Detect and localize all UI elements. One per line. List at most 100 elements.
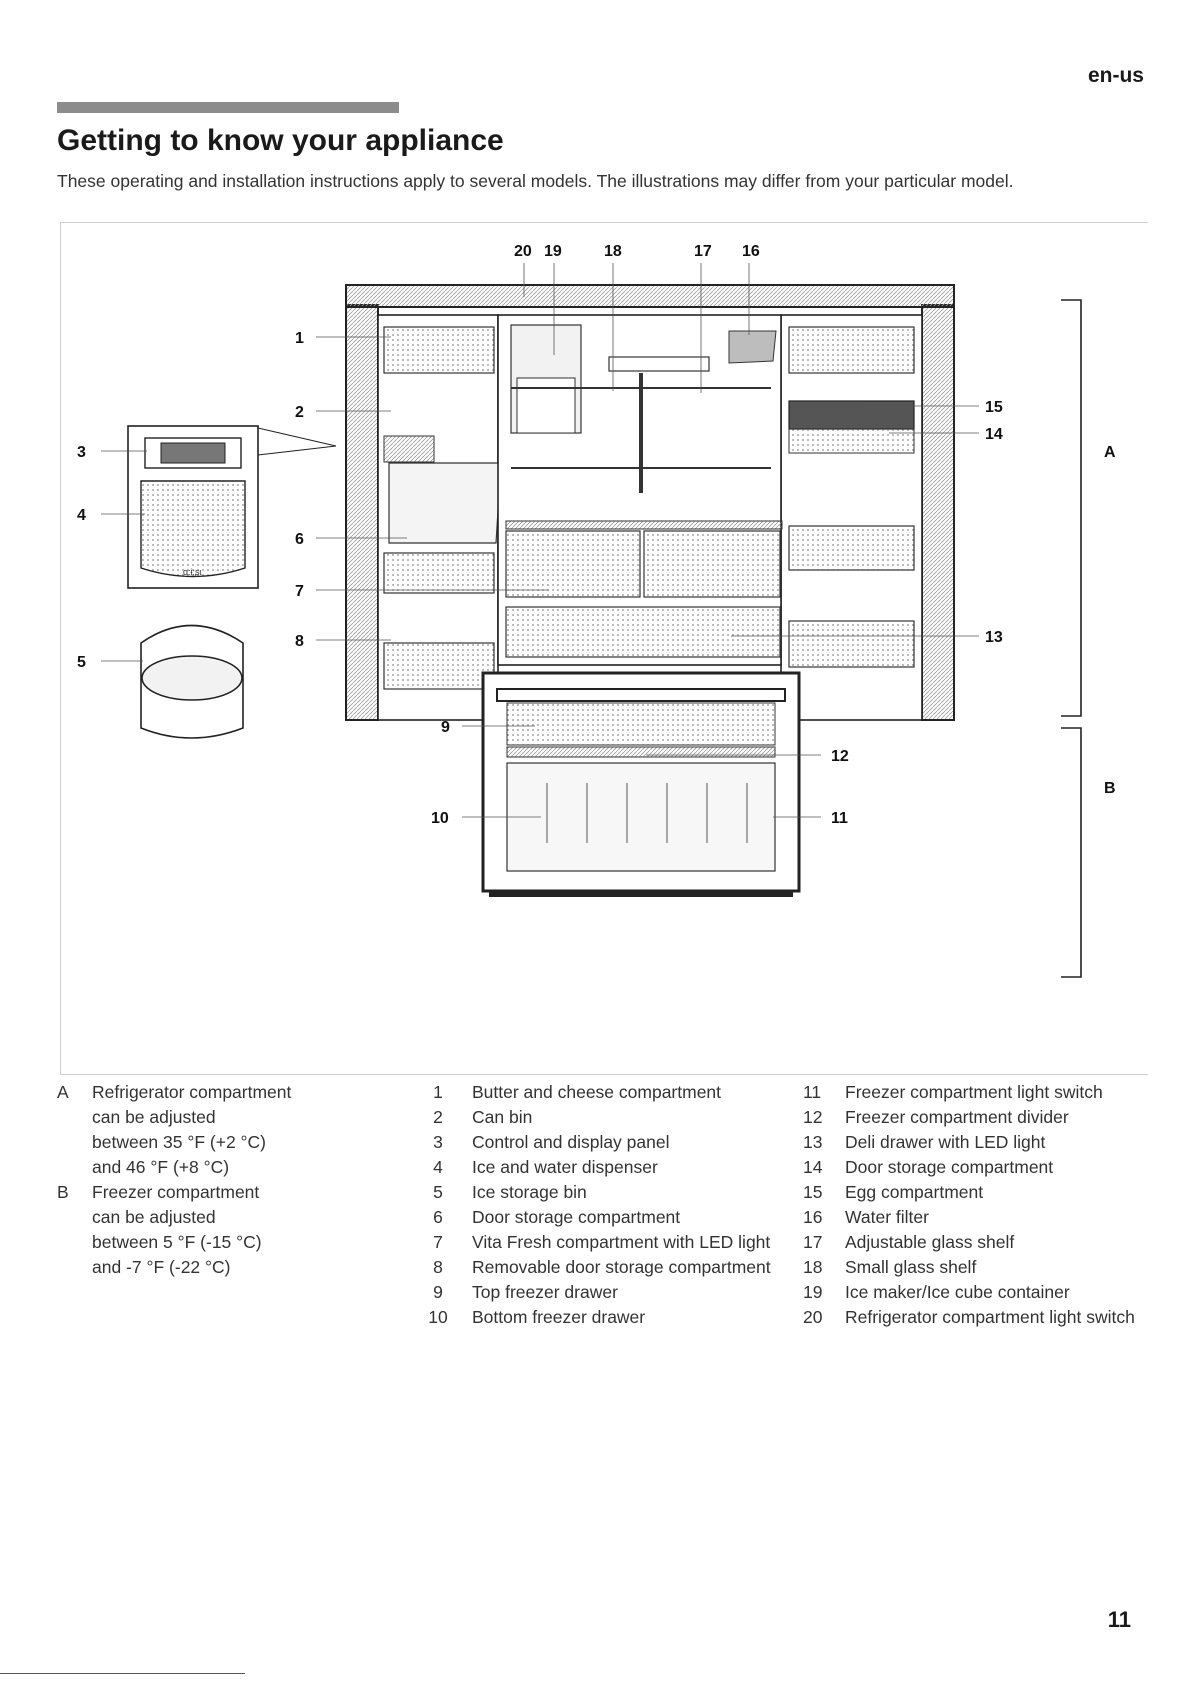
legend-item: 15 Egg compartment: [803, 1180, 1153, 1205]
callout-11: 11: [831, 810, 848, 827]
legend-number: 20: [803, 1307, 823, 1327]
callout-8: 8: [295, 633, 304, 650]
legend-text: Butter and cheese compartment: [472, 1082, 722, 1102]
legend-number: 13: [803, 1132, 823, 1152]
legend-item: 7 Vita Fresh compartment with LED light: [418, 1230, 778, 1255]
legend-text: Ice and water dispenser: [472, 1157, 658, 1177]
legend-number: 12: [803, 1107, 823, 1127]
legend-item: 13 Deli drawer with LED light: [803, 1130, 1153, 1155]
legend-text: Door storage compartment: [845, 1157, 1054, 1177]
callout-20: 20: [514, 243, 532, 260]
legend-item: 11 Freezer compartment light switch: [803, 1080, 1153, 1105]
legend-text: Freezer compartment can be adjusted betw…: [92, 1180, 357, 1280]
section-label-b: B: [1104, 780, 1116, 797]
ice-bin: [140, 624, 244, 739]
legend-item: A Refrigerator compartment can be adjust…: [57, 1080, 357, 1180]
callout-5: 5: [77, 654, 86, 671]
page-number: 11: [1107, 1607, 1131, 1632]
section-label-a: A: [1104, 444, 1116, 461]
refrigerator-diagram: ɑ:ɨ:ʂɩ: [77, 243, 1116, 978]
legend-item: 6 Door storage compartment: [418, 1205, 778, 1230]
legend-item: 20 Refrigerator compartment light switch: [803, 1305, 1153, 1330]
legend-text: Deli drawer with LED light: [845, 1132, 1046, 1152]
legend-item: 17 Adjustable glass shelf: [803, 1230, 1153, 1255]
legend-number: 1: [433, 1082, 443, 1102]
page-title: Getting to know your appliance: [57, 124, 504, 157]
legend-item: 1 Butter and cheese compartment: [418, 1080, 778, 1105]
legend-text: Bottom freezer drawer: [472, 1307, 646, 1327]
legend-number: 15: [803, 1182, 823, 1202]
callout-18: 18: [604, 243, 622, 260]
legend-text: Egg compartment: [845, 1182, 984, 1202]
legend-text: Door storage compartment: [472, 1207, 681, 1227]
legend-key: B: [57, 1182, 69, 1202]
legend-line: and -7 °F (-22 °C): [92, 1257, 231, 1277]
legend-text: Refrigerator compartment can be adjusted…: [92, 1080, 357, 1180]
callout-17: 17: [694, 243, 712, 260]
section-bracket-a: [1061, 299, 1082, 717]
legend-number: 5: [433, 1182, 443, 1202]
callout-12: 12: [831, 748, 849, 765]
left-door: [345, 304, 502, 721]
legend-item: 16 Water filter: [803, 1205, 1153, 1230]
language-tag: en-us: [1087, 64, 1144, 87]
legend-compartments: A Refrigerator compartment can be adjust…: [57, 1080, 357, 1280]
legend-text: Top freezer drawer: [472, 1282, 618, 1302]
legend-text: Ice storage bin: [472, 1182, 587, 1202]
legend-item: 19 Ice maker/Ice cube container: [803, 1280, 1153, 1305]
intro-paragraph: These operating and installation instruc…: [57, 171, 1014, 191]
callout-6: 6: [295, 531, 304, 548]
callout-13: 13: [985, 629, 1003, 646]
callout-1: 1: [295, 330, 304, 347]
legend-line: can be adjusted: [92, 1207, 216, 1227]
legend-number: 16: [803, 1207, 823, 1227]
callout-19: 19: [544, 243, 562, 260]
dispenser-marking: ɑ:ɨ:ʂɩ: [183, 567, 202, 577]
header-rule: [57, 102, 399, 113]
top-frame: [345, 284, 955, 308]
section-bracket-b: [1061, 727, 1082, 978]
legend-text: Small glass shelf: [845, 1257, 977, 1277]
footer-rule: [0, 1673, 245, 1674]
legend-number: 7: [433, 1232, 443, 1252]
refrigerator-cabinet: [497, 314, 783, 666]
legend-text: Freezer compartment light switch: [845, 1082, 1103, 1102]
callout-7: 7: [295, 583, 304, 600]
legend-line: and 46 °F (+8 °C): [92, 1157, 230, 1177]
legend-number: 17: [803, 1232, 823, 1252]
legend-item: 14 Door storage compartment: [803, 1155, 1153, 1180]
legend-text: Adjustable glass shelf: [845, 1232, 1015, 1252]
legend-text: Refrigerator compartment light switch: [845, 1307, 1135, 1327]
legend-item: 4 Ice and water dispenser: [418, 1155, 778, 1180]
legend-text: Water filter: [845, 1207, 929, 1227]
legend-number: 4: [433, 1157, 443, 1177]
legend-parts-2: 11 Freezer compartment light switch 12 Fre…: [803, 1080, 1153, 1330]
callout-16: 16: [742, 243, 760, 260]
legend-number: 3: [433, 1132, 443, 1152]
legend-number: 14: [803, 1157, 823, 1177]
legend-number: 6: [433, 1207, 443, 1227]
freezer-compartment: [481, 671, 801, 897]
legend-item: 12 Freezer compartment divider: [803, 1105, 1153, 1130]
legend-text: Freezer compartment divider: [845, 1107, 1069, 1127]
callout-9: 9: [441, 719, 450, 736]
legend-line: can be adjusted: [92, 1107, 216, 1127]
appliance-illustration: ɑ:ɨ:ʂɩ: [60, 222, 1148, 1075]
legend-line: between 35 °F (+2 °C): [92, 1132, 267, 1152]
callout-4: 4: [77, 507, 86, 524]
legend-text: Ice maker/Ice cube container: [845, 1282, 1070, 1302]
legend-item: B Freezer compartment can be adjusted be…: [57, 1180, 357, 1280]
callout-14: 14: [985, 426, 1003, 443]
callout-2: 2: [295, 404, 304, 421]
legend-text: Vita Fresh compartment with LED light: [472, 1232, 771, 1252]
legend-number: 19: [803, 1282, 823, 1302]
legend-text: Removable door storage compartment: [472, 1257, 771, 1277]
legend-number: 11: [803, 1082, 822, 1102]
legend-line: Freezer compartment: [92, 1182, 260, 1202]
